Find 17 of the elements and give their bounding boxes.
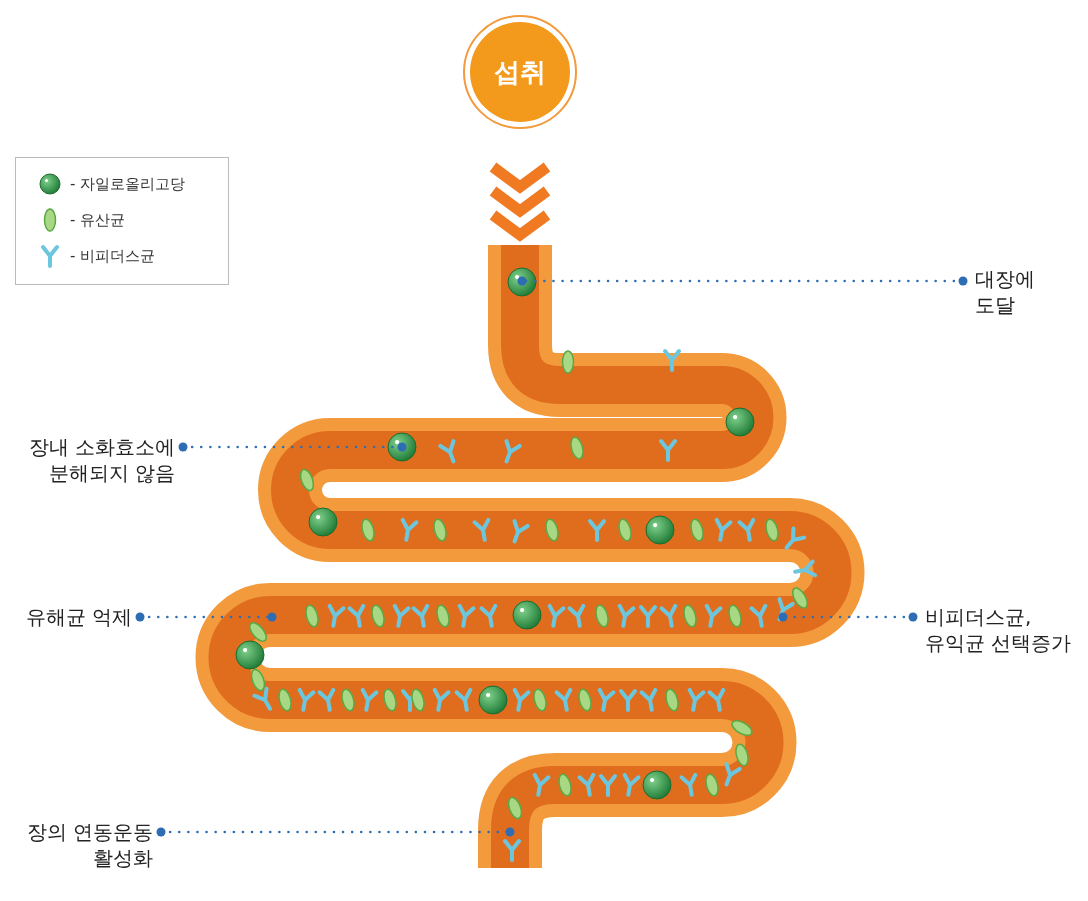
- callout-text: 유해균 억제: [10, 604, 132, 630]
- leader-line: [156, 827, 515, 837]
- leader-line: [135, 612, 277, 622]
- intake-circle: [463, 15, 577, 129]
- callout-text: 장내 소화효소에 분해되지 않음: [10, 434, 175, 486]
- callout-text: 장의 연동운동 활성화: [8, 819, 153, 871]
- chevron-arrow: [487, 161, 553, 242]
- legend-text: - 비피더스균: [70, 246, 156, 266]
- callout-text: 대장에 도달: [975, 266, 1055, 318]
- legend-text: - 유산균: [70, 210, 126, 230]
- intestine-drawing: [197, 245, 864, 868]
- callout-text: 비피더스균, 유익균 선택증가: [925, 604, 1085, 656]
- leader-line: [778, 612, 918, 622]
- leader-line: [517, 276, 968, 286]
- legend-text: - 자일로올리고당: [70, 174, 186, 194]
- leader-line: [178, 442, 407, 452]
- intake-label: 섭취: [494, 55, 546, 89]
